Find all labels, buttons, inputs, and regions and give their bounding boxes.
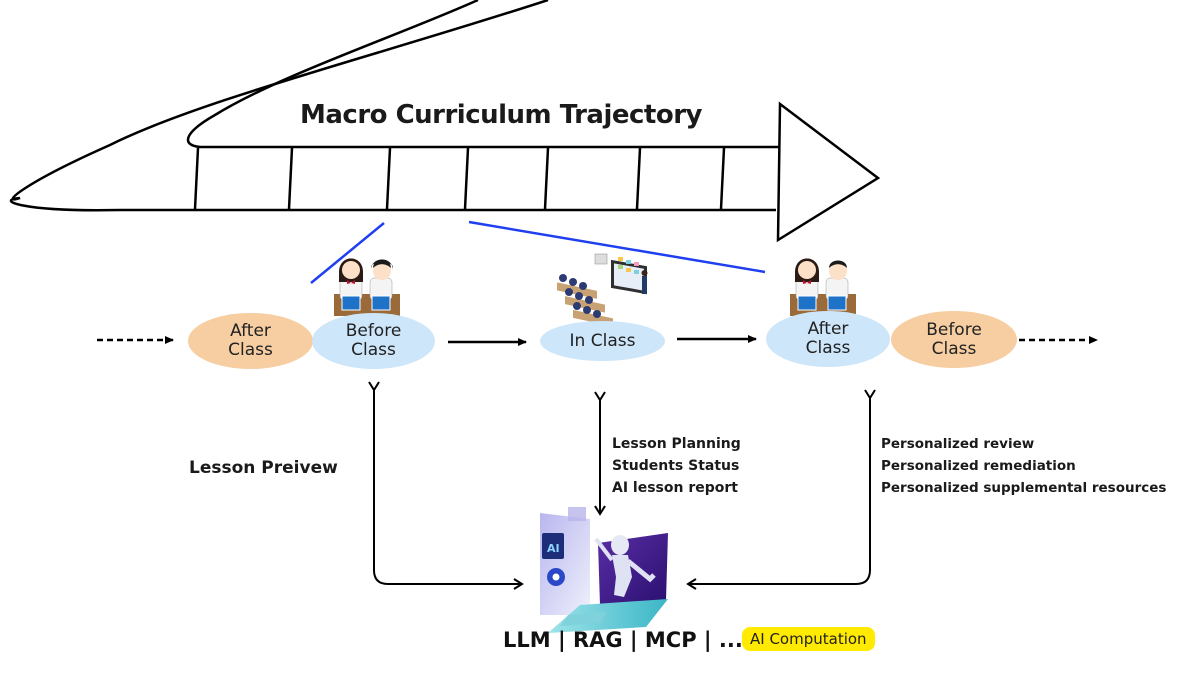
- lesson-preview-label: Lesson Preivew: [189, 458, 338, 478]
- ai-computation-badge: AI Computation: [742, 627, 875, 651]
- node-label-line2: Class: [931, 338, 977, 359]
- svg-text:AI: AI: [547, 542, 560, 555]
- students-tablet-illustration-right: [790, 258, 856, 316]
- lesson-preview-connector: [368, 381, 524, 590]
- after-class-item: Personalized review: [881, 436, 1035, 452]
- in-class-ai-functions: Lesson Planning Students Status AI lesso…: [612, 433, 741, 499]
- node-label-line1: Before: [926, 319, 982, 340]
- in-class-item: Students Status: [612, 458, 740, 474]
- after-class-ai-functions: Personalized review Personalized remedia…: [881, 433, 1166, 499]
- classroom-illustration: [557, 253, 648, 327]
- in-class-item: AI lesson report: [612, 480, 738, 496]
- node-label-line1: After: [807, 319, 849, 339]
- node-label-line1: After: [230, 321, 271, 341]
- macro-trajectory-arrow: [9, 0, 881, 243]
- node-label-line1: Before: [345, 321, 402, 341]
- trajectory-segment-ticks: [193, 147, 726, 210]
- students-tablet-illustration-left: [334, 258, 400, 316]
- node-label: In Class: [569, 330, 636, 351]
- after-class-item: Personalized remediation: [881, 458, 1076, 474]
- after-class-item: Personalized supplemental resources: [881, 480, 1167, 496]
- zoom-line-left: [310, 222, 385, 284]
- ai-robot-laptop-illustration: AI: [540, 507, 668, 633]
- diagram-title: Macro Curriculum Trajectory: [300, 100, 702, 130]
- zoom-line-right: [468, 220, 766, 274]
- node-label-line2: Class: [805, 338, 851, 358]
- node-label-line2: Class: [351, 340, 396, 360]
- in-class-item: Lesson Planning: [612, 436, 741, 452]
- node-label-line2: Class: [228, 340, 273, 360]
- after-class-connector: [686, 389, 876, 590]
- tech-stack-label: LLM | RAG | MCP | ....: [503, 628, 751, 652]
- node-in-class: In Class: [540, 321, 665, 361]
